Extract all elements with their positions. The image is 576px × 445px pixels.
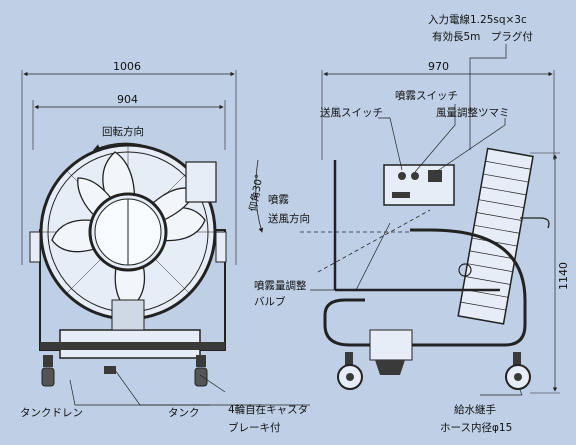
label-power-cord-1: 入力電線1.25sq×3c [428, 13, 527, 26]
label-tank: タンク [168, 407, 200, 419]
dimension-904: 904 [32, 93, 226, 150]
label-mist-switch: 噴霧スイッチ [395, 90, 458, 102]
label-airflow-knob: 風量調整ツマミ [436, 106, 510, 119]
dim-side-total-width: 970 [428, 60, 449, 73]
dim-front-total-width: 1006 [113, 60, 141, 73]
motor-box [185, 161, 217, 203]
mist-switch-knob [411, 172, 419, 180]
dimension-1006: 1006 [21, 60, 237, 265]
label-power-cord-2: 有効長5m プラグ付 [432, 30, 533, 43]
label-water-inlet-1: 給水継手 [454, 403, 496, 416]
airflow-knob [428, 170, 442, 182]
fan-switch-knob [398, 172, 406, 180]
control-box [383, 164, 455, 206]
front-view: 1006 904 回転方向 [21, 60, 237, 387]
front-casters [41, 355, 208, 387]
leader-lines [69, 44, 523, 406]
label-caster-2: ブレーキ付 [228, 421, 281, 434]
side-fan-grille [457, 147, 534, 325]
label-mist-direction-1: 噴霧 [268, 194, 289, 206]
side-view: 970 1140 [255, 60, 570, 394]
label-rotation-direction: 回転方向 [102, 125, 144, 138]
dim-side-height: 1140 [557, 262, 570, 290]
label-mist-direction-2: 送風方向 [268, 212, 310, 225]
labels: 入力電線1.25sq×3c 有効長5m プラグ付 噴霧スイッチ 送風スイッチ 風… [20, 13, 533, 434]
side-casters [337, 352, 531, 390]
label-mist-valve-1: 噴霧量調整 [254, 279, 307, 292]
label-elevation-angle: 仰角30° [247, 173, 265, 212]
label-fan-switch: 送風スイッチ [320, 106, 383, 119]
dim-front-inner-width: 904 [117, 93, 138, 106]
label-water-inlet-2: ホース内径φ15 [440, 421, 512, 434]
label-tank-drain: タンクドレン [20, 407, 83, 419]
label-caster-1: 4輪自在キャスタ [228, 403, 308, 416]
side-frame-loop [350, 228, 527, 347]
label-mist-valve-2: バルブ [254, 295, 286, 308]
